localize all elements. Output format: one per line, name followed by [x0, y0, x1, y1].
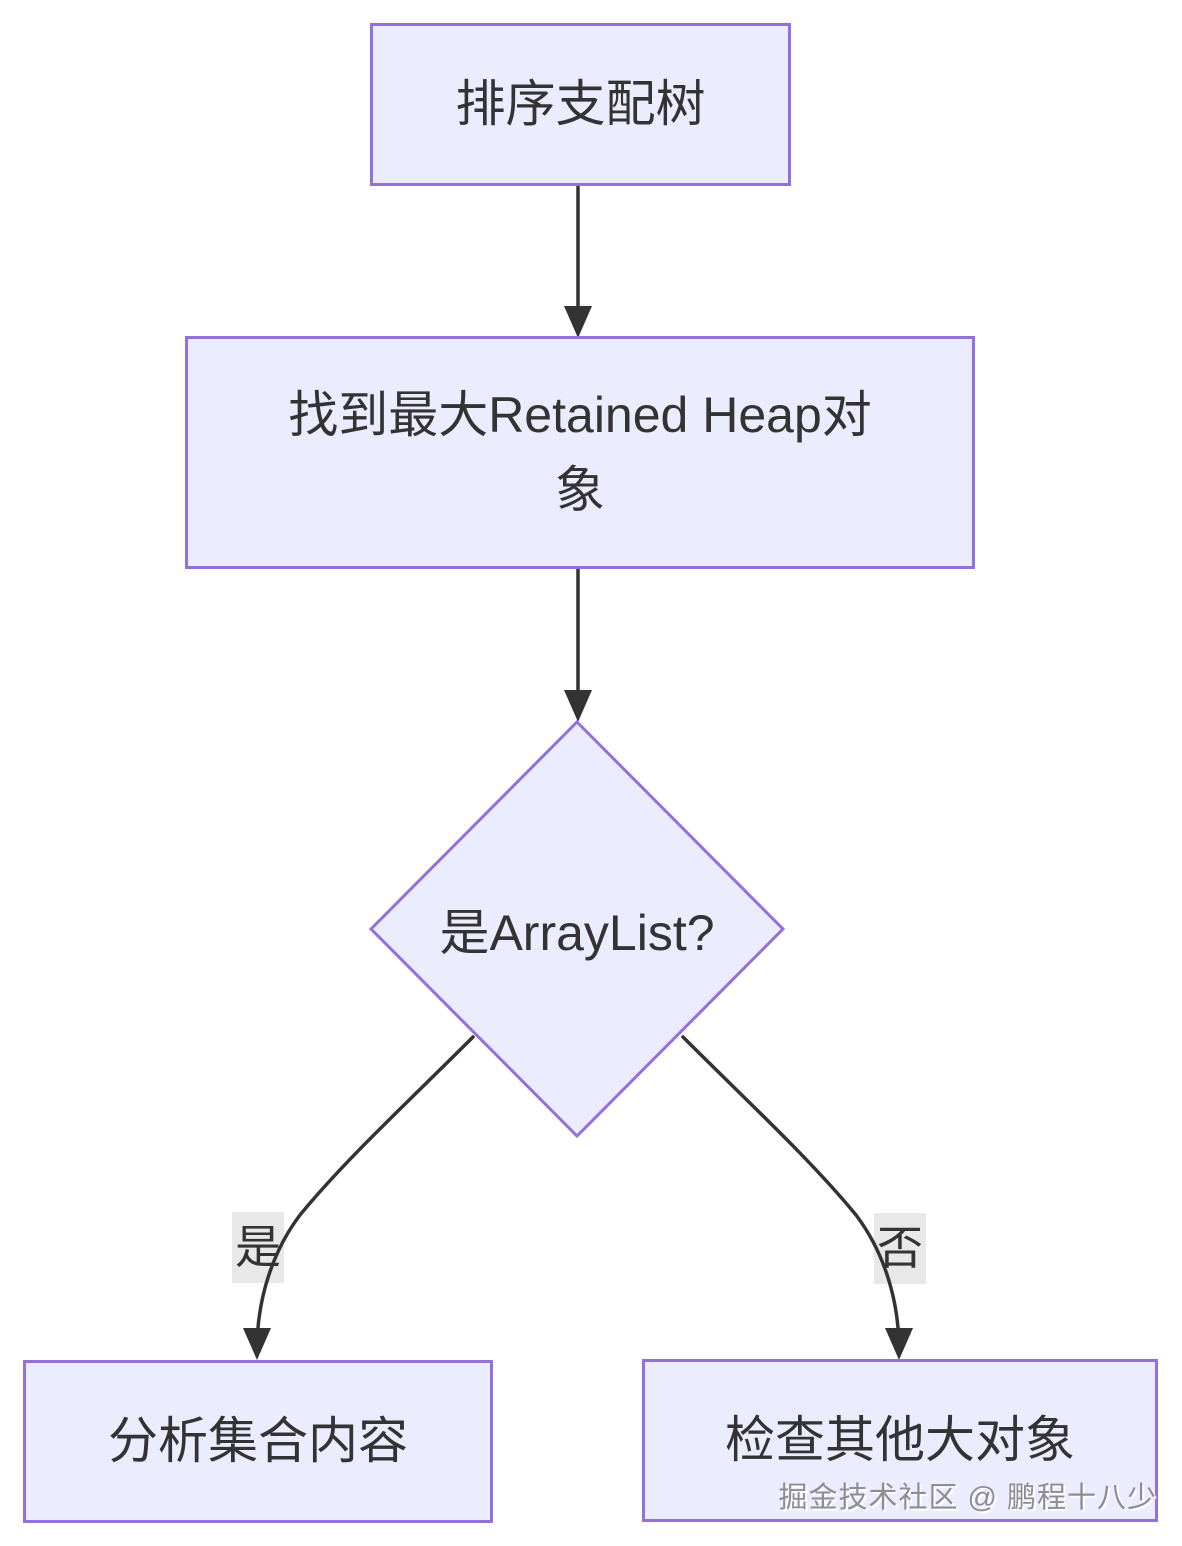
- edge-decision-to-check: [681, 1035, 901, 1352]
- edge-label-yes: 是: [232, 1212, 284, 1284]
- node-analyze-collection-content-label: 分析集合内容: [108, 1413, 408, 1469]
- node-find-max-retained-heap-label: 找到最大Retained Heap对 象: [288, 386, 872, 518]
- watermark: 掘金技术社区 @ 鹏程十八少: [778, 1474, 1157, 1516]
- arrowhead-find-to-decision-icon: [564, 690, 592, 722]
- decision-diamond-shape: [368, 719, 786, 1139]
- node-check-other-large-objects: 检查其他大对象: [642, 1359, 1158, 1522]
- arrowhead-sort-to-find-icon: [564, 306, 592, 338]
- edge-decision-to-analyze: [255, 1035, 475, 1352]
- decision-is-arraylist-label: 是ArrayList?: [439, 905, 715, 961]
- node-sort-dominator-tree-label: 排序支配树: [455, 76, 706, 132]
- watermark-text: 掘金技术社区 @ 鹏程十八少: [778, 1482, 1157, 1514]
- decision-is-arraylist: 是ArrayList?: [397, 879, 757, 979]
- node-check-other-large-objects-label: 检查其他大对象: [725, 1412, 1075, 1468]
- arrowhead-decision-to-check-icon: [885, 1328, 913, 1360]
- arrowhead-decision-to-analyze-icon: [243, 1328, 271, 1360]
- node-sort-dominator-tree: 排序支配树: [370, 23, 791, 186]
- node-find-max-retained-heap: 找到最大Retained Heap对 象: [185, 336, 975, 569]
- node-analyze-collection-content: 分析集合内容: [23, 1360, 493, 1523]
